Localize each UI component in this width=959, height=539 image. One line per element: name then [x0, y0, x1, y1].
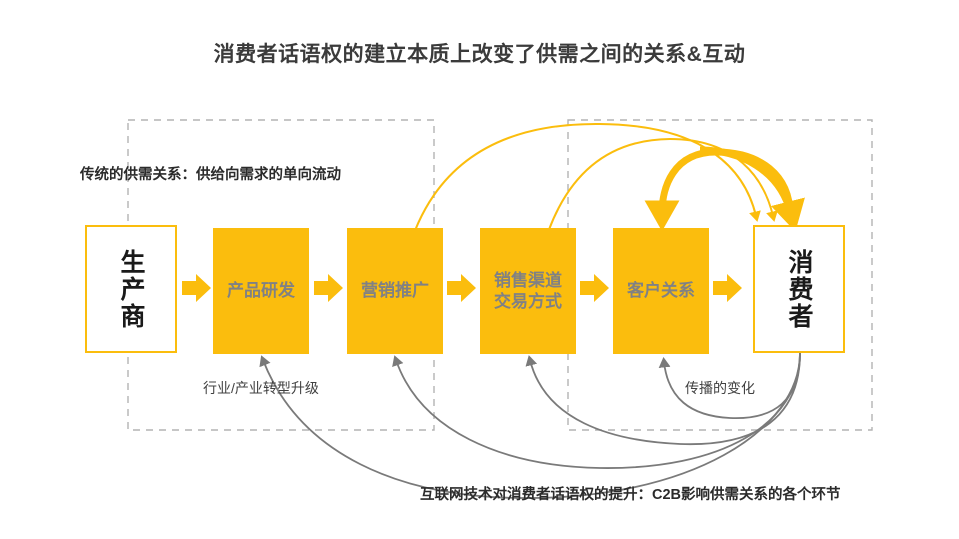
- flow-node-channel-label-line2: 交易方式: [494, 292, 562, 311]
- flow-node-consumer[interactable]: 消费者: [753, 225, 845, 353]
- page-title: 消费者话语权的建立本质上改变了供需之间的关系&互动: [213, 43, 746, 66]
- curve-consumer-to-rnd: [259, 352, 801, 499]
- curve-consumer-to-crm-gray: [658, 352, 801, 419]
- curve-consumer-to-channel: [525, 352, 801, 446]
- annotation-traditional-flow: 传统的供需关系：供给向需求的单向流动: [80, 167, 341, 183]
- flow-node-producer-label: 生产商: [117, 248, 145, 330]
- flow-node-rnd-label: 产品研发: [227, 281, 295, 301]
- annotation-communication-change: 传播的变化: [685, 380, 755, 396]
- flow-node-marketing-label: 营销推广: [361, 281, 429, 301]
- flow-node-marketing[interactable]: 营销推广: [347, 228, 443, 354]
- flow-node-rnd[interactable]: 产品研发: [213, 228, 309, 354]
- flow-node-consumer-label: 消费者: [785, 248, 813, 330]
- right-arrow-icon: [182, 274, 211, 302]
- right-arrow-icon: [314, 274, 343, 302]
- curve-consumer-to-marketing: [392, 352, 801, 469]
- annotation-industry-upgrade: 行业/产业转型升级: [203, 380, 319, 396]
- flow-node-producer[interactable]: 生产商: [85, 225, 177, 353]
- right-arrow-icon: [447, 274, 476, 302]
- annotation-internet-impact: 互联网技术对消费者话语权的提升：C2B影响供需关系的各个环节: [420, 487, 841, 503]
- curve-inbound-to-consumer: [699, 146, 805, 232]
- flow-node-channel-label-line1: 销售渠道: [494, 270, 562, 290]
- flow-node-channel[interactable]: 销售渠道 交易方式: [480, 228, 576, 354]
- right-arrow-icon: [580, 274, 609, 302]
- flow-node-crm[interactable]: 客户关系: [613, 228, 709, 354]
- right-arrow-icon: [713, 274, 742, 302]
- flow-node-crm-label: 客户关系: [627, 281, 695, 301]
- connector-arrows: [182, 274, 742, 302]
